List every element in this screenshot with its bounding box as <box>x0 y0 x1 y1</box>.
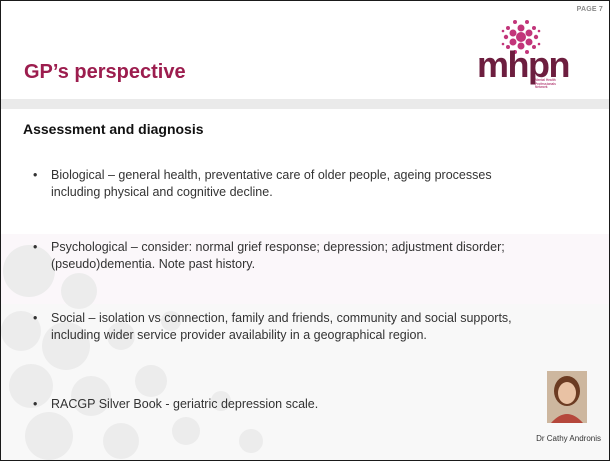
background-bubbles <box>1 245 263 460</box>
header-divider-bar <box>1 99 609 109</box>
speaker-photo <box>547 371 587 423</box>
person-portrait-icon <box>547 371 587 423</box>
section-subtitle: Assessment and diagnosis <box>23 121 204 137</box>
bullet-item: Social – isolation vs connection, family… <box>33 310 531 344</box>
bullet-item: RACGP Silver Book - geriatric depression… <box>33 396 531 413</box>
logo-wordmark: mhpn <box>477 44 570 85</box>
mhpn-logo: mhpn Mental Health Professionals Network <box>477 20 597 93</box>
slide-title: GP’s perspective <box>24 61 186 83</box>
dots-mark-icon <box>501 20 541 54</box>
bullet-item: Biological – general health, preventativ… <box>33 167 531 201</box>
photo-caption: Dr Cathy Andronis <box>536 434 601 443</box>
bullet-item: Psychological – consider: normal grief r… <box>33 239 531 273</box>
page-number: PAGE 7 <box>576 6 603 13</box>
logo-subtitle: Mental Health Professionals Network <box>535 78 556 90</box>
